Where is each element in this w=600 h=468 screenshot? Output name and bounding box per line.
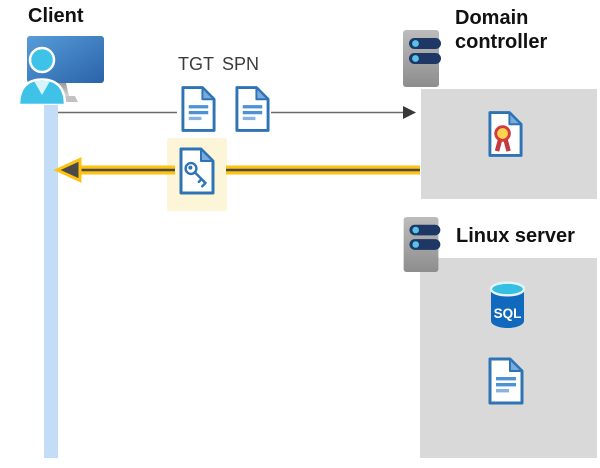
right-arrowhead-icon [403, 106, 416, 119]
client-title: Client [28, 5, 84, 27]
key-ticket-document-icon [179, 147, 215, 195]
left-arrowhead-icon [53, 157, 82, 183]
certificate-icon [488, 111, 523, 157]
server-icon [403, 30, 441, 87]
response-arrow [53, 157, 420, 183]
spn-document-icon [235, 86, 270, 132]
user-head [28, 46, 56, 74]
user-collar [34, 81, 50, 95]
tgt-document-icon [181, 86, 216, 132]
key-icon [184, 161, 207, 188]
tgt-label: TGT [178, 54, 214, 74]
linux-server-title: Linux server [456, 225, 575, 247]
domain-controller-title-line2: controller [455, 31, 548, 53]
client-workstation-icon [17, 36, 104, 105]
sql-database-icon: SQL [489, 281, 526, 328]
client-lifeline-bar [44, 100, 58, 458]
keytab-document-icon [488, 357, 524, 405]
spn-label: SPN [222, 54, 260, 74]
domain-controller-title: Domain controller [455, 6, 547, 54]
server-icon [403, 216, 441, 273]
sql-badge-text: SQL [494, 306, 522, 321]
domain-controller-title-line1: Domain [455, 7, 529, 29]
